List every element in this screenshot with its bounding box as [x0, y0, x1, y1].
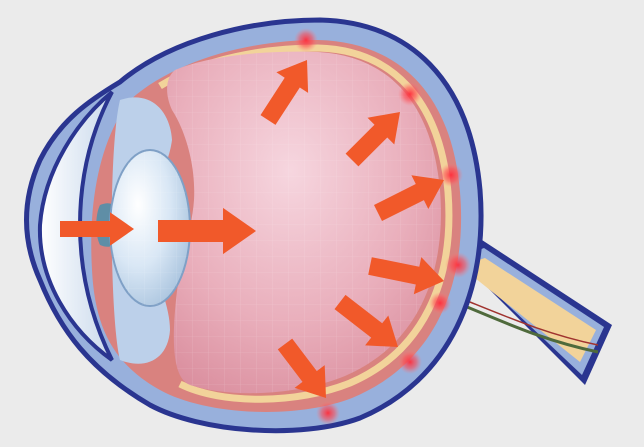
- eye-pressure-diagram: [0, 0, 644, 447]
- eye-cross-section-figure: [0, 0, 644, 447]
